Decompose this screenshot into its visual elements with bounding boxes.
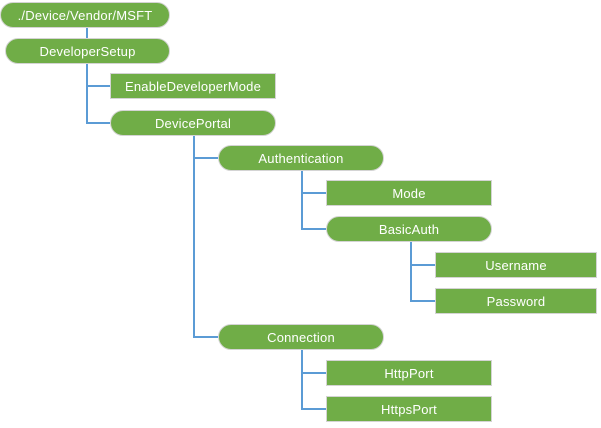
node-password[interactable]: Password bbox=[435, 288, 597, 314]
connector-deviceportal-to-authentication bbox=[193, 157, 218, 159]
connector-developersetup-trunk bbox=[86, 64, 88, 123]
node-root[interactable]: ./Device/Vendor/MSFT bbox=[0, 2, 170, 28]
node-connection[interactable]: Connection bbox=[218, 324, 384, 350]
connector-authentication-to-basicauth bbox=[301, 228, 326, 230]
node-basicauth[interactable]: BasicAuth bbox=[326, 216, 492, 242]
node-enabledevelopermode[interactable]: EnableDeveloperMode bbox=[110, 73, 276, 99]
node-username[interactable]: Username bbox=[435, 252, 597, 278]
connector-basicauth-to-username bbox=[410, 264, 435, 266]
node-developersetup[interactable]: DeveloperSetup bbox=[5, 38, 170, 64]
connector-root-to-developersetup bbox=[86, 28, 88, 38]
connector-connection-to-httpsport bbox=[301, 408, 326, 410]
connector-authentication-to-mode bbox=[301, 192, 326, 194]
connector-basicauth-trunk bbox=[410, 242, 412, 301]
node-deviceportal[interactable]: DevicePortal bbox=[110, 110, 276, 136]
connector-connection-to-httpport bbox=[301, 372, 326, 374]
node-httpsport[interactable]: HttpsPort bbox=[326, 396, 492, 422]
connector-basicauth-to-password bbox=[410, 300, 435, 302]
connector-developersetup-to-deviceportal bbox=[86, 122, 110, 124]
connector-deviceportal-trunk bbox=[193, 136, 195, 337]
connector-developersetup-to-enabledevelopermode bbox=[86, 85, 110, 87]
connector-connection-trunk bbox=[301, 350, 303, 409]
connector-deviceportal-to-connection bbox=[193, 336, 218, 338]
node-mode[interactable]: Mode bbox=[326, 180, 492, 206]
node-httpport[interactable]: HttpPort bbox=[326, 360, 492, 386]
node-authentication[interactable]: Authentication bbox=[218, 145, 384, 171]
connector-authentication-trunk bbox=[301, 171, 303, 229]
